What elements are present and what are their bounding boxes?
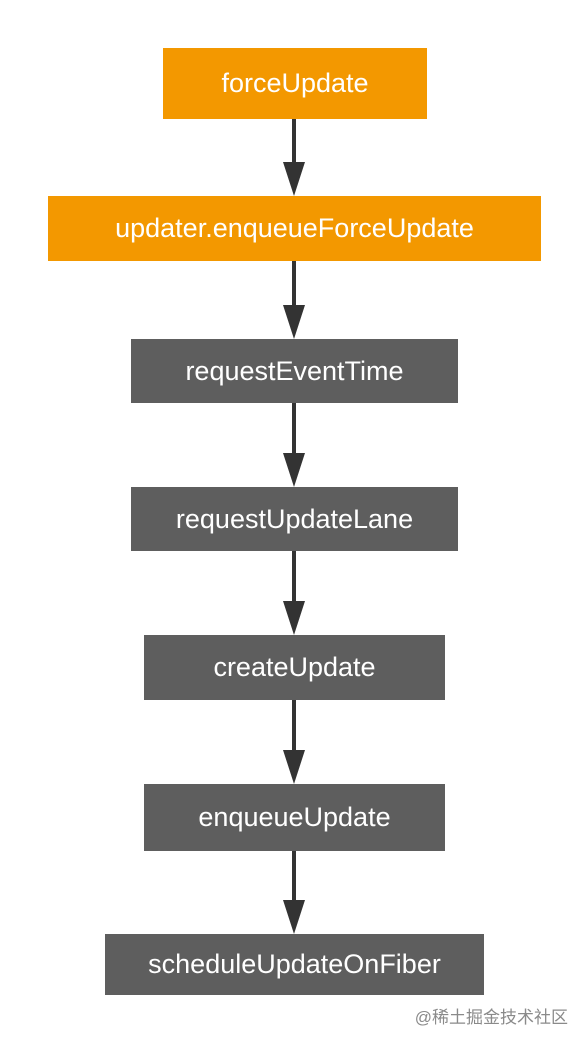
arrow-4-5 bbox=[283, 551, 305, 635]
arrow-3-4 bbox=[283, 403, 305, 487]
node-request-update-lane: requestUpdateLane bbox=[131, 487, 458, 551]
arrow-2-3 bbox=[283, 261, 305, 339]
node-updater-enqueue-force-update: updater.enqueueForceUpdate bbox=[48, 196, 541, 261]
arrow-6-7 bbox=[283, 851, 305, 934]
node-enqueue-update: enqueueUpdate bbox=[144, 784, 445, 851]
watermark: @稀土掘金技术社区 bbox=[414, 1008, 568, 1027]
node-create-update: createUpdate bbox=[144, 635, 445, 700]
node-force-update: forceUpdate bbox=[163, 48, 427, 119]
node-request-event-time: requestEventTime bbox=[131, 339, 458, 403]
node-schedule-update-on-fiber: scheduleUpdateOnFiber bbox=[105, 934, 484, 995]
arrow-5-6 bbox=[283, 700, 305, 784]
arrow-1-2 bbox=[283, 119, 305, 196]
